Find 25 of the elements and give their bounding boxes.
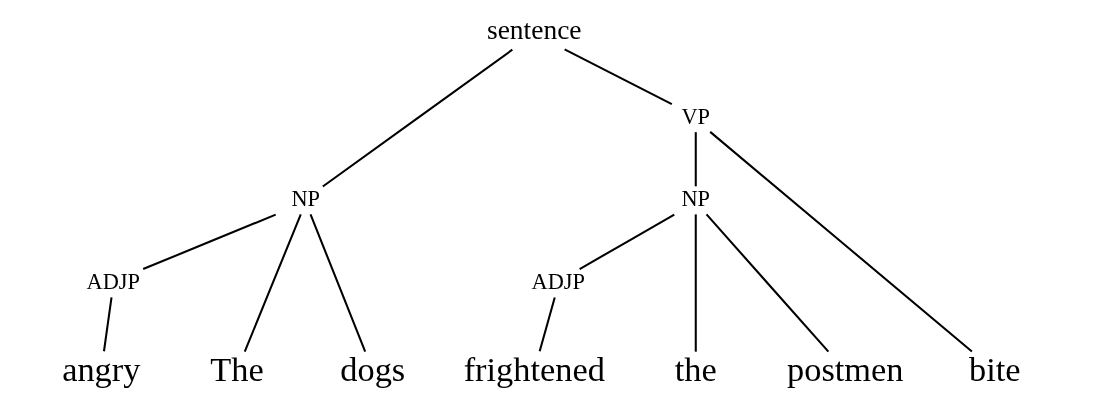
connector [709,131,973,353]
connector [579,213,675,270]
connector [102,297,113,352]
node-text: the [674,349,717,388]
node-text: sentence [486,14,582,45]
node-text: VP [681,103,711,129]
node-text: dogs [340,349,406,388]
node-text: NP [291,186,321,212]
node-text: ADJP [86,268,140,294]
node-text: angry [62,349,141,388]
connector [694,132,697,187]
connector [309,214,367,353]
connector [705,213,830,353]
connector [243,214,302,353]
connector [142,213,277,270]
connector [322,48,513,188]
node-text: bite [968,349,1021,388]
connector [564,48,673,106]
node-text: The [210,349,264,388]
node-text: NP [681,186,711,212]
connector [694,214,697,352]
node-text: ADJP [531,268,585,294]
connector [538,297,556,352]
node-text: postmen [787,349,904,388]
node-text: frightened [463,349,605,388]
